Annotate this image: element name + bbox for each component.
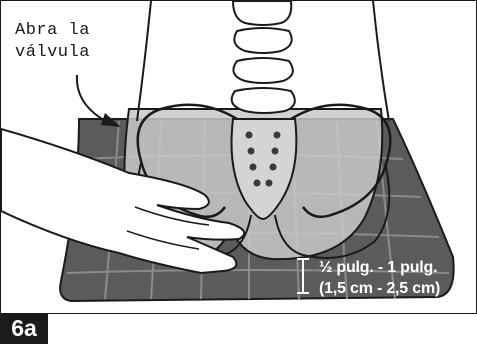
measurement-label: ½ pulg. - 1 pulg. (1,5 cm - 2,5 cm)	[319, 257, 440, 299]
callout-line-1: Abra la	[15, 21, 90, 40]
spine	[232, 1, 295, 113]
illustration-panel: Abra la válvula ½ pulg. - 1 pulg. (1,5 c…	[0, 0, 477, 314]
torso-outline	[137, 1, 151, 121]
measurement-imperial: ½ pulg. - 1 pulg.	[319, 257, 440, 278]
callout-line-2: válvula	[15, 43, 90, 62]
figure-label: 6a	[0, 313, 48, 344]
measurement-metric: (1,5 cm - 2,5 cm)	[319, 278, 440, 299]
valve-callout: Abra la válvula	[15, 20, 90, 64]
